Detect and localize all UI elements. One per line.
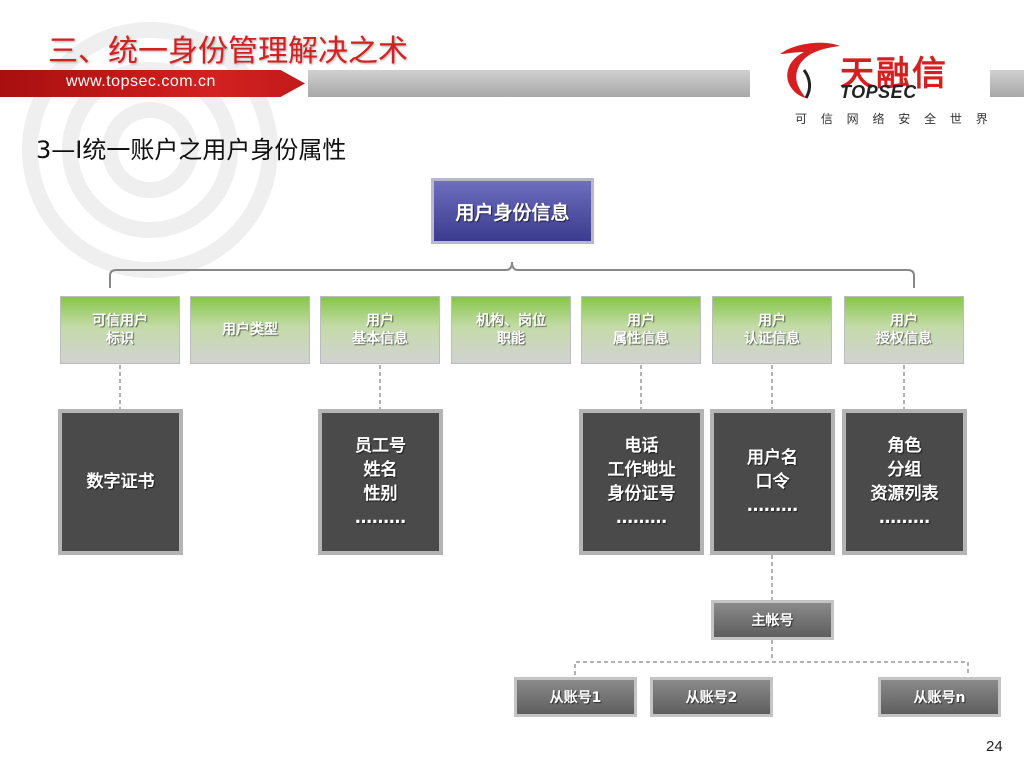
page-number: 24 [986, 738, 1003, 755]
logo-slogan: 可 信 网 络 安 全 世 界 [795, 112, 993, 126]
detail-attribute-fields: 电话 工作地址 身份证号 ……… [579, 409, 704, 555]
category-authorization-info: 用户 授权信息 [844, 296, 964, 364]
header-divider-bar-right [990, 70, 1024, 97]
topsec-swoosh-logo-icon [780, 42, 840, 99]
logo-name-cn: 天融信 [840, 54, 948, 94]
category-basic-info: 用户 基本信息 [320, 296, 440, 364]
logo-name-en: TOPSEC [840, 82, 917, 102]
detail-basic-fields: 员工号 姓名 性别 ……… [318, 409, 443, 555]
root-node-user-identity-info: 用户身份信息 [431, 178, 594, 244]
sub-account-n-node: 从账号n [878, 677, 1001, 717]
sub-account-2-node: 从账号2 [650, 677, 773, 717]
main-account-node: 主帐号 [711, 600, 834, 640]
category-trusted-user-id: 可信用户 标识 [60, 296, 180, 364]
category-org-position: 机构、岗位 职能 [451, 296, 571, 364]
sub-account-1-node: 从账号1 [514, 677, 637, 717]
detail-auth-fields: 用户名 口令 ……… [710, 409, 835, 555]
detail-digital-certificate: 数字证书 [58, 409, 183, 555]
category-attribute-info: 用户 属性信息 [581, 296, 701, 364]
url-banner [0, 70, 305, 97]
category-auth-info: 用户 认证信息 [712, 296, 832, 364]
slide-title: 三、统一身份管理解决之术 [48, 34, 408, 69]
category-user-type: 用户类型 [190, 296, 310, 364]
header-divider-bar [308, 70, 750, 97]
website-url: www.topsec.com.cn [66, 73, 216, 90]
detail-authorization-fields: 角色 分组 资源列表 ……… [842, 409, 967, 555]
slide-subtitle: 3—Ⅰ统一账户之用户身份属性 [36, 136, 347, 164]
